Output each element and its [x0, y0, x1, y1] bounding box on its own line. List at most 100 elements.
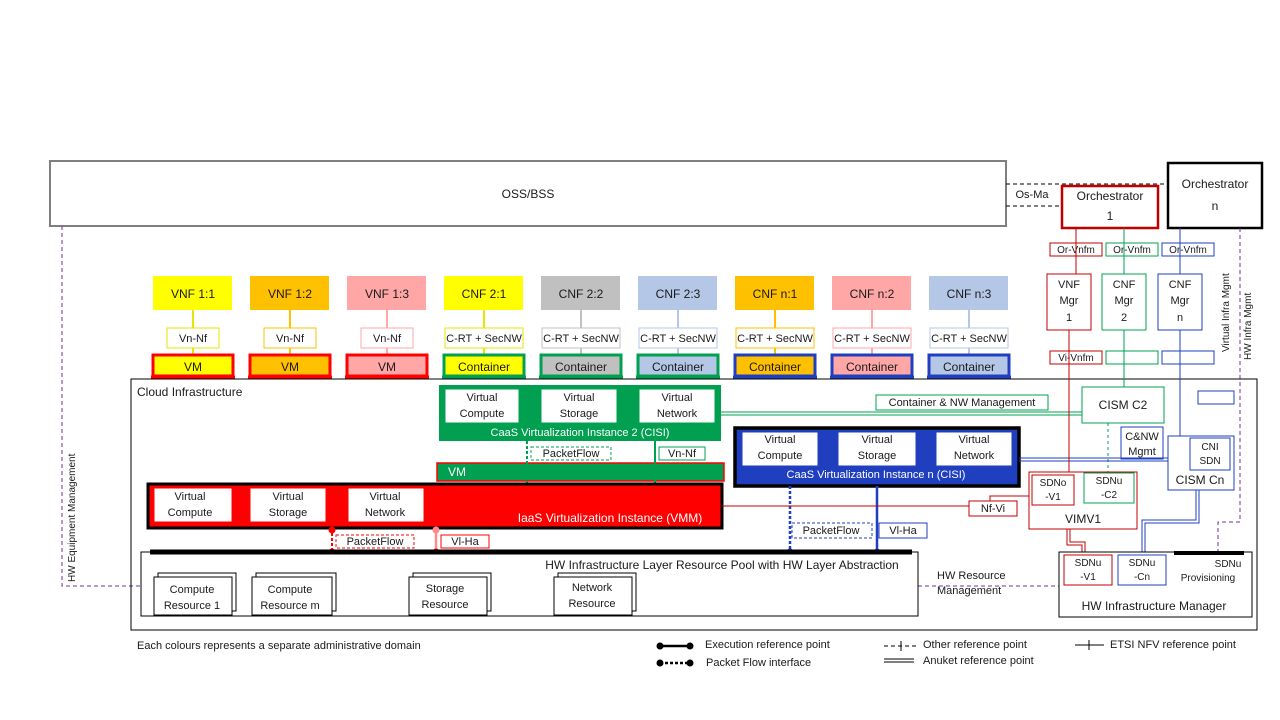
function-title: VNF 1:2	[268, 287, 312, 301]
svg-text:Storage: Storage	[858, 450, 897, 462]
function-ref-box	[444, 327, 524, 349]
function-host-label: Container	[846, 360, 898, 374]
iaas-vi-ha-dot-top	[432, 526, 440, 534]
cnf-mgr-n-line3: n	[1177, 312, 1183, 324]
cism-c2-box	[1081, 386, 1165, 424]
svg-text:Virtual: Virtual	[175, 491, 206, 503]
sdnu-c2-line2: -C2	[1101, 490, 1118, 501]
vi-vnfm-box-2	[1105, 350, 1159, 365]
svg-text:Storage: Storage	[269, 507, 308, 519]
svg-text:Virtual: Virtual	[467, 392, 498, 404]
orchestrator-1-index: 1	[1107, 209, 1114, 223]
virtual-infra-mgmt-label: Virtual Infra Mgmt	[1221, 273, 1232, 352]
sdno-v1-line2: -V1	[1045, 492, 1061, 503]
svg-text:Network: Network	[954, 450, 995, 462]
function-host-label: VM	[184, 360, 202, 374]
cnf-mgr-2-line1: CNF	[1113, 279, 1136, 291]
compute-resource-m: Compute Resource m	[251, 572, 337, 616]
svg-text:Storage: Storage	[560, 408, 599, 420]
function-ref-label: Vn-Nf	[276, 333, 305, 345]
svg-text:Virtual: Virtual	[959, 434, 990, 446]
hw-equipment-mgmt-path	[61, 226, 150, 587]
vi-vnfm-label: Vi-Vnfm	[1058, 353, 1093, 364]
caas-instance-n-label: CaaS Virtualization Instance n (CISI)	[787, 469, 966, 481]
svg-text:Network: Network	[365, 507, 406, 519]
function-host-label: Container	[555, 360, 607, 374]
function-ref-label: C-RT + SecNW	[640, 333, 716, 345]
function-ref-label: C-RT + SecNW	[834, 333, 910, 345]
domains-note: Each colours represents a separate admin…	[137, 640, 421, 652]
function-host-label: Container	[943, 360, 995, 374]
function-ref-label: C-RT + SecNW	[931, 333, 1007, 345]
orchestrator-n-index: n	[1212, 199, 1219, 213]
hw-infra-mgmt-label: HW Infra Mgmt	[1243, 293, 1254, 360]
sdnu-v1-line2: -V1	[1080, 572, 1096, 583]
caasn-vi-ha-label: Vl-Ha	[889, 525, 917, 537]
function-ref-box	[929, 327, 1009, 349]
vnf-mgr-1-line2: Mgr	[1060, 295, 1079, 307]
caasn-virtual-compute: Virtual Compute	[741, 431, 819, 467]
function-ref-box	[832, 327, 912, 349]
orchestrator-1-label: Orchestrator	[1077, 189, 1144, 203]
legend-execution: Execution reference point	[656, 639, 830, 651]
compute-resource-1: Compute Resource 1	[153, 572, 237, 616]
function-title: CNF n:2	[850, 287, 895, 301]
sdnu-v1-box	[1063, 554, 1113, 586]
oss-bss-label: OSS/BSS	[502, 187, 555, 201]
cnw-mgmt-line2: Mgmt	[1128, 446, 1156, 458]
function-9: CNF n:3C-RT + SecNW Container	[927, 276, 1011, 379]
or-vnfm-label-3: Or-Vnfm	[1169, 245, 1207, 256]
cnf-mgr-n-line2: Mgr	[1171, 295, 1190, 307]
function-ref-label: Vn-Nf	[373, 333, 402, 345]
orchestrator-1-box	[1060, 184, 1160, 230]
caas2-virtual-network: Virtual Network	[638, 388, 716, 424]
iaas-packetflow-box	[335, 534, 415, 549]
function-title: CNF n:3	[947, 287, 992, 301]
caas2-packetflow-box	[530, 446, 612, 461]
vnf-mgr-1-line3: 1	[1066, 312, 1072, 324]
sdnu-cn-box	[1117, 554, 1167, 586]
svg-text:Execution reference point: Execution reference point	[705, 639, 830, 651]
sdnu-c2-line1: SDNu	[1096, 476, 1123, 487]
or-vnfm-box-3	[1161, 242, 1215, 257]
legend-other: Other reference point	[884, 639, 1027, 651]
hw-resource-mgmt-line1: HW Resource	[937, 570, 1005, 582]
svg-text:Virtual: Virtual	[273, 491, 304, 503]
cnf-mgr-2-box	[1101, 273, 1147, 331]
vimv1-label: VIMV1	[1065, 512, 1101, 526]
cism-to-sdnu-cn-a	[1141, 490, 1197, 555]
function-ref-box	[263, 327, 317, 349]
vi-vnfm-box-3	[1161, 350, 1215, 365]
caas2-virtual-compute: Virtual Compute	[444, 388, 520, 424]
caasn-virtual-storage: Virtual Storage	[837, 431, 917, 467]
function-title-box	[929, 276, 1008, 310]
caasn-virtual-network: Virtual Network	[935, 431, 1013, 467]
cloud-infrastructure-label: Cloud Infrastructure	[137, 385, 243, 399]
nf-vi-box	[968, 500, 1018, 517]
cnf-mgr-n-line1: CNF	[1169, 279, 1192, 291]
sdnu-cn-line2: -Cn	[1134, 572, 1150, 583]
function-title-box	[250, 276, 329, 310]
function-title: CNF 2:1	[462, 287, 507, 301]
green-vm-label: VM	[448, 465, 466, 479]
function-title-box	[347, 276, 426, 310]
function-title: VNF 1:3	[365, 287, 409, 301]
svg-text:Anuket reference point: Anuket reference point	[923, 655, 1034, 667]
function-ref-label: C-RT + SecNW	[737, 333, 813, 345]
svg-text:Storage: Storage	[426, 583, 465, 595]
function-title: CNF 2:3	[656, 287, 701, 301]
function-ref-box	[360, 327, 414, 349]
os-ma-label: Os-Ma	[1016, 189, 1050, 201]
cnw-mgmt-line1: C&NW	[1125, 431, 1159, 443]
iaas-virtual-network: Virtual Network	[347, 487, 425, 523]
svg-text:Virtual: Virtual	[564, 392, 595, 404]
iaas-virtual-storage: Virtual Storage	[249, 487, 327, 523]
